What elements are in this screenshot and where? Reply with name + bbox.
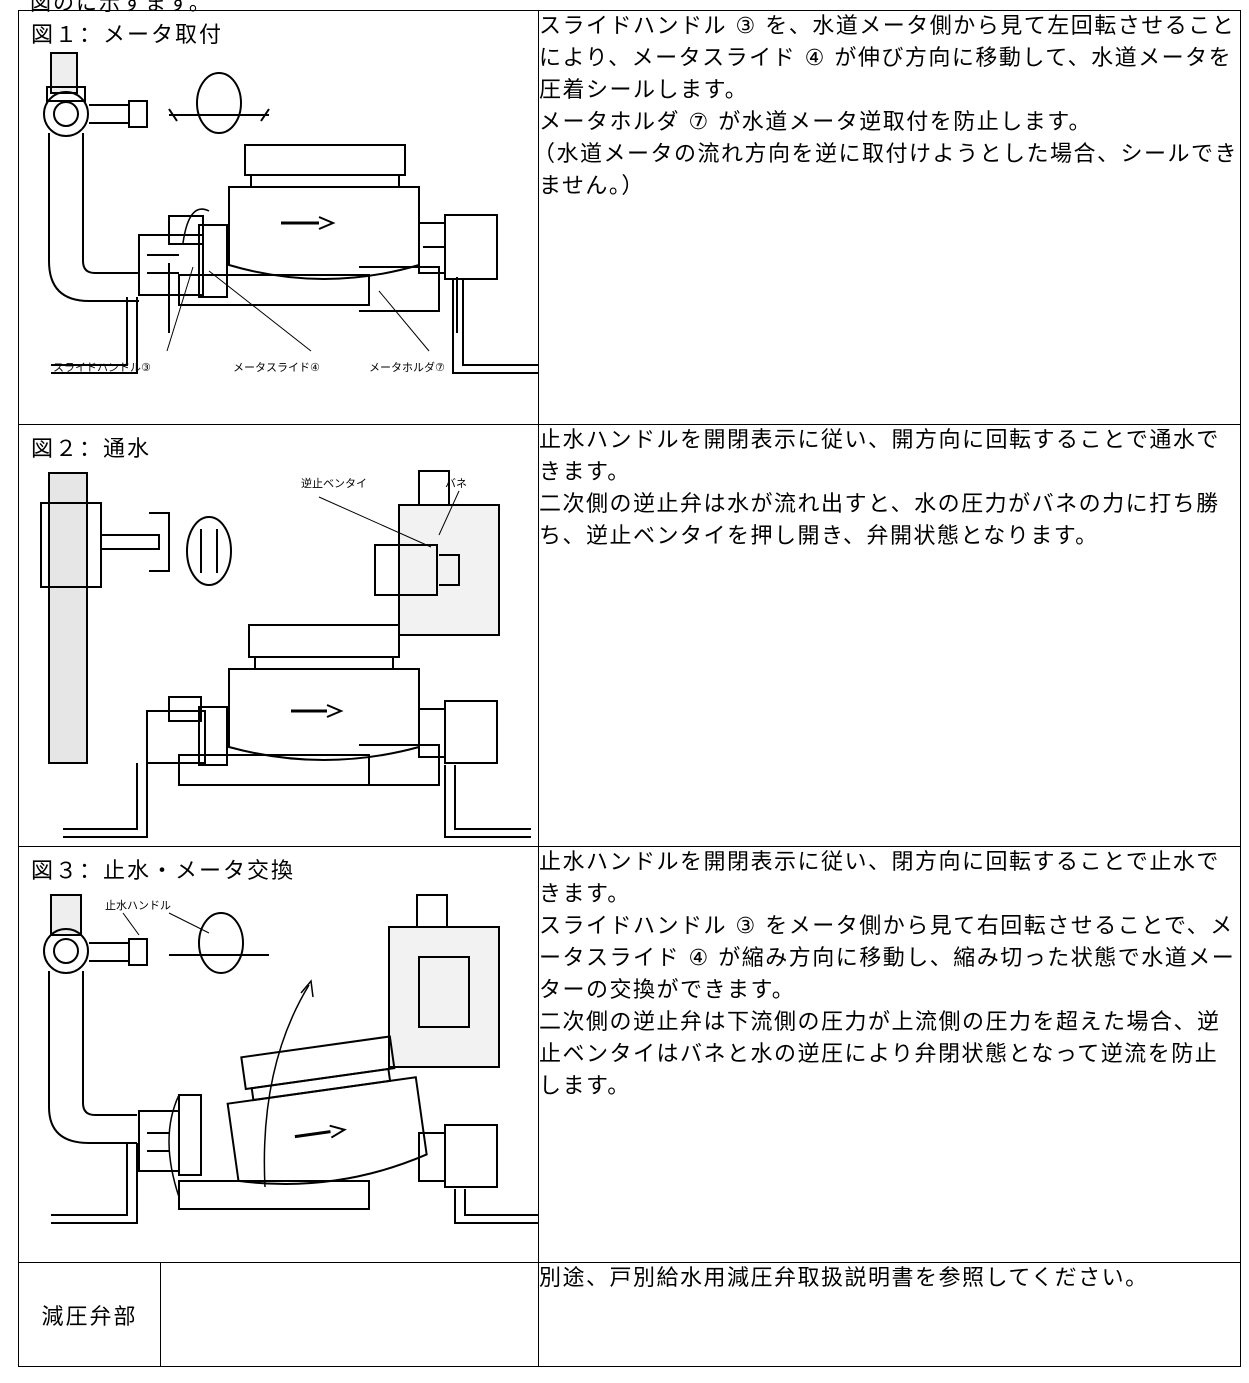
description-1: スライドハンドル ③ を、水道メータ側から見て左回転させることにより、メータスラ… (533, 10, 1241, 425)
callout-slide-handle: スライドハンドル③ (53, 361, 151, 374)
callout-spring: バネ (445, 477, 467, 490)
paragraph: （水道メータの流れ方向を逆に取付けようとした場合、シールできません。） (533, 142, 1239, 199)
callout-check-valve: 逆止ベンタイ (301, 476, 367, 490)
figure-title-3: 図３：止水・メータ交換 (31, 859, 296, 884)
callout-meter-holder: メータホルダ⑦ (369, 360, 445, 374)
empty-cell (160, 1262, 539, 1367)
paragraph: 二次側の逆止弁は水が流れ出すと、水の圧力がバネの力に打ち勝ち、逆止ベンタイを押し… (539, 492, 1220, 549)
description-4: 別途、戸別給水用減圧弁取扱説明書を参照してください。 (538, 1262, 1241, 1367)
paragraph: スライドハンドル ③ をメータ側から見て右回転させることで、メータスライド ④ … (539, 914, 1236, 1003)
row-shutoff-replace: 図３：止水・メータ交換 (18, 846, 1241, 1263)
row-water-flow: 図２：通水 (18, 424, 1241, 847)
paragraph: 止水ハンドルを開閉表示に従い、開方向に回転することで通水できます。 (539, 428, 1220, 485)
instruction-table: 図１：メータ取付 (18, 10, 1241, 1367)
row-meter-install: 図１：メータ取付 (18, 10, 1241, 425)
figure-3-drawing: 止水ハンドル (43, 894, 539, 1224)
figure-title-1: 図１：メータ取付 (31, 23, 224, 48)
figure-title-2: 図２：通水 (31, 437, 152, 462)
paragraph: 二次側の逆止弁は下流側の圧力が上流側の圧力を超えた場合、逆止ベンタイはバネと水の… (539, 1010, 1221, 1099)
figure-2-drawing: 逆止ベンタイ バネ (40, 470, 531, 838)
description-3: 止水ハンドルを開閉表示に従い、閉方向に回転することで止水できます。 スライドハン… (538, 846, 1241, 1263)
figure-cell-2: 図２：通水 (18, 424, 539, 847)
description-2: 止水ハンドルを開閉表示に従い、開方向に回転することで通水できます。 二次側の逆止… (538, 424, 1241, 847)
paragraph: 別途、戸別給水用減圧弁取扱説明書を参照してください。 (539, 1266, 1149, 1291)
row-pressure-reducing-valve: 減圧弁部 別途、戸別給水用減圧弁取扱説明書を参照してください。 (18, 1262, 1241, 1367)
paragraph: 止水ハンドルを開閉表示に従い、閉方向に回転することで止水できます。 (539, 850, 1220, 907)
callout-shutoff-handle: 止水ハンドル (105, 899, 171, 912)
callout-meter-slide: メータスライド④ (233, 361, 320, 374)
paragraph: メータホルダ ⑦ が水道メータ逆取付を防止します。 (539, 110, 1093, 135)
figure-cell-1: 図１：メータ取付 (18, 10, 539, 425)
paragraph: スライドハンドル ③ を、水道メータ側から見て左回転させることにより、メータスラ… (539, 14, 1236, 103)
row-label-prv: 減圧弁部 (18, 1262, 161, 1367)
figure-1-drawing: スライドハンドル③ メータスライド④ メータホルダ⑦ (43, 52, 539, 374)
figure-cell-3: 図３：止水・メータ交換 (18, 846, 539, 1263)
